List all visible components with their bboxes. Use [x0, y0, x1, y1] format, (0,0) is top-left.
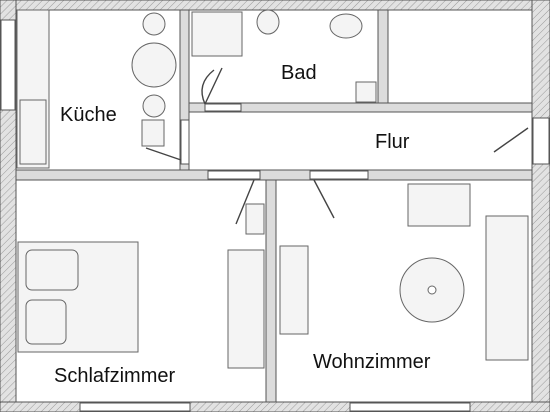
- room-label-bad: Bad: [281, 62, 317, 84]
- toilet: [256, 9, 280, 35]
- room-label-flur: Flur: [375, 131, 410, 153]
- wall-top: [0, 0, 550, 11]
- door-bedroom-opening: [207, 170, 261, 180]
- wall-bedroom-living: [265, 179, 277, 403]
- door-living-opening: [309, 170, 369, 180]
- window-kitchen-left: [0, 19, 16, 111]
- living-furniture: [279, 183, 529, 361]
- window-bedroom-bottom: [79, 402, 191, 412]
- door-swing-kitchen: [145, 147, 182, 161]
- wall-right: [531, 0, 550, 412]
- armchair: [407, 183, 471, 227]
- bath-cabinet: [355, 81, 377, 103]
- door-swings: [145, 67, 529, 225]
- wall-corridor-bottom: [15, 169, 533, 181]
- room-label-wohnzimmer: Wohnzimmer: [313, 351, 431, 373]
- wardrobe: [227, 249, 265, 369]
- room-label-schlafzimmer: Schlafzimmer: [54, 365, 175, 387]
- door-swing-bedroom: [235, 179, 255, 225]
- door-swing-living: [313, 179, 335, 219]
- dining-chair-top: [142, 12, 166, 36]
- couch-left: [279, 245, 309, 335]
- window-living-right: [532, 117, 550, 165]
- door-swing-corridor-right: [493, 127, 529, 153]
- door-kitchen-opening: [180, 119, 190, 165]
- room-label-kueche: Küche: [60, 104, 117, 126]
- wall-bath-right: [377, 9, 389, 109]
- couch-right: [485, 215, 529, 361]
- wash-basin: [329, 13, 363, 39]
- kitchen-stove: [19, 99, 47, 165]
- kitchen-furniture: [16, 9, 177, 169]
- door-bath-opening: [204, 103, 242, 112]
- bath-furniture: [191, 9, 377, 103]
- interior-walls: [15, 9, 533, 403]
- pillow-bottom: [25, 299, 67, 345]
- shower-tray: [191, 11, 243, 57]
- pillow-top: [25, 249, 79, 291]
- bedroom-furniture: [17, 203, 265, 369]
- door-swing-bath: [201, 67, 223, 105]
- bedroom-sink: [245, 203, 265, 235]
- dining-chair-bottom: [142, 94, 166, 118]
- openings: [0, 19, 550, 412]
- kitchen-side-cabinet: [141, 119, 165, 147]
- dining-table: [131, 42, 177, 88]
- wall-bath-bottom: [188, 102, 533, 113]
- window-living-bottom: [349, 402, 471, 412]
- coffee-table-center: [427, 285, 437, 295]
